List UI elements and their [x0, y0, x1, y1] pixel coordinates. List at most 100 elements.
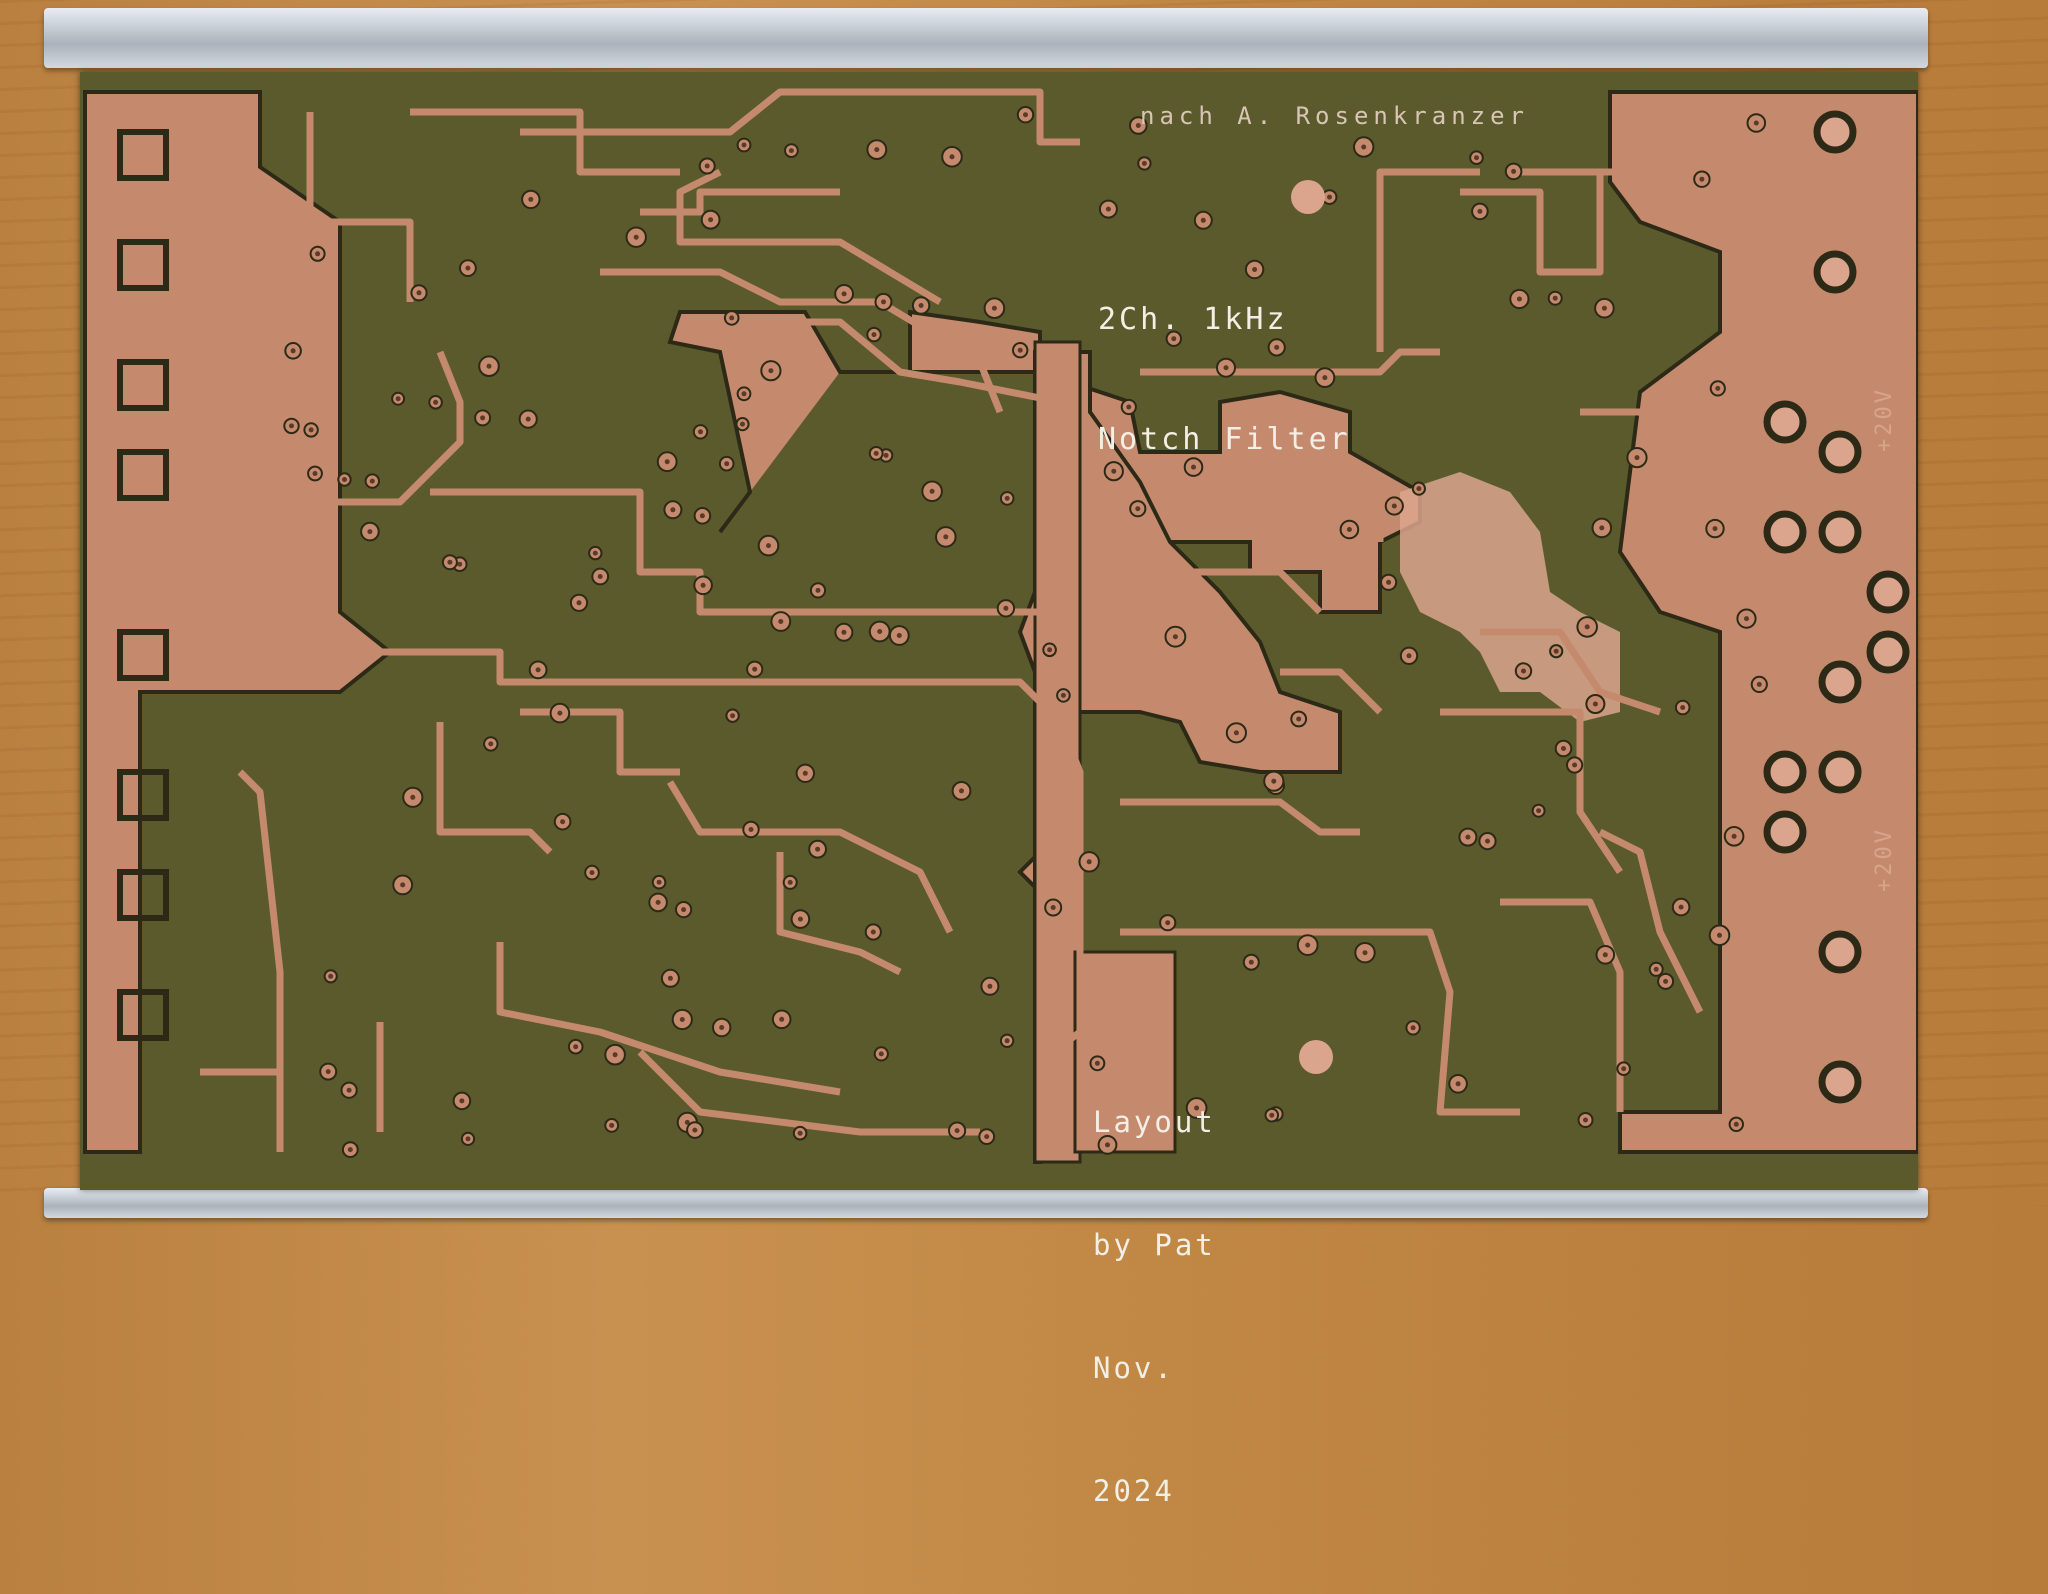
solder-pad: [1405, 1020, 1421, 1036]
solder-pad: [553, 812, 572, 831]
copper-trace: [260, 648, 1084, 1065]
solder-pad: [319, 1062, 338, 1081]
solder-pad: [1078, 851, 1100, 873]
solder-pad: [1458, 827, 1478, 847]
solder-pad: [360, 521, 380, 542]
solder-pad: [1746, 113, 1767, 133]
solder-pad: [1708, 924, 1731, 947]
large-pad: [1818, 750, 1862, 794]
solder-pad: [1129, 116, 1148, 135]
solder-pad: [1137, 156, 1152, 171]
solder-pad: [1674, 699, 1691, 716]
copper-trace: [776, 852, 902, 976]
solder-pad: [1314, 367, 1336, 389]
solder-pad: [1750, 675, 1768, 694]
solder-pad: [951, 781, 972, 801]
copper-trace: [1440, 708, 1623, 874]
solder-pad: [874, 292, 893, 311]
solder-pad: [309, 245, 326, 262]
solder-pad: [1384, 496, 1404, 516]
silkscreen-title-line2: Notch Filter: [1098, 422, 1351, 457]
copper-trace: [1376, 168, 1480, 352]
mounting-hole: [1291, 180, 1325, 214]
solder-pad: [1471, 202, 1489, 221]
solder-pad: [1244, 259, 1265, 280]
solder-pad: [1594, 297, 1615, 319]
solder-pad: [528, 660, 548, 680]
solder-pad: [1736, 608, 1757, 629]
solder-pad: [1554, 739, 1573, 758]
large-pad: [1866, 570, 1910, 614]
solder-pad: [428, 395, 443, 410]
solder-pad: [1585, 694, 1606, 714]
solder-pad: [660, 968, 680, 988]
silkscreen-credit-line1: Layout: [1093, 1105, 1216, 1139]
large-pad: [1866, 630, 1910, 674]
solder-pad: [651, 874, 667, 890]
solder-pad: [948, 1121, 967, 1140]
solder-pad: [1648, 961, 1664, 977]
solder-pad: [675, 901, 693, 919]
solder-pad: [980, 976, 1000, 996]
solder-pad: [712, 1017, 732, 1038]
solder-pad: [834, 284, 854, 304]
copper-trace: [410, 108, 680, 176]
solder-pad: [921, 480, 943, 503]
copper-trace: [496, 942, 841, 1096]
solder-pad: [567, 1038, 584, 1055]
solder-pad: [866, 326, 882, 343]
copper-trace: [1160, 568, 1323, 615]
solder-pad: [792, 1125, 808, 1141]
solder-pad: [1380, 573, 1398, 591]
copper-trace: [1280, 668, 1383, 715]
solder-pad: [1693, 170, 1711, 188]
solder-pad: [746, 660, 764, 678]
solder-pad: [591, 567, 610, 586]
solder-pad: [834, 622, 854, 642]
solder-pad: [1448, 1074, 1468, 1094]
copper-trace: [600, 268, 1004, 414]
solder-pad: [656, 451, 678, 473]
solder-pad: [1016, 106, 1035, 124]
solder-pad: [648, 892, 668, 913]
solder-pad: [1183, 457, 1204, 477]
solder-pad: [1591, 517, 1613, 539]
solder-pad: [866, 139, 888, 160]
solder-pad: [723, 310, 740, 326]
solder-pad: [478, 355, 500, 378]
silkscreen-voltage-bottom: +20V: [1872, 827, 1897, 892]
solder-pad: [888, 625, 910, 646]
solder-pad: [521, 189, 541, 210]
copper-trace: [1280, 448, 1384, 542]
solder-pad: [692, 424, 709, 440]
large-pad: [1818, 660, 1862, 704]
solder-pad: [698, 157, 716, 175]
solder-pad: [625, 226, 647, 248]
large-pad: [1763, 510, 1807, 554]
copper-trace: [520, 708, 680, 776]
solder-pad: [782, 874, 798, 890]
copper-traces: [200, 88, 1780, 1152]
solder-pad: [549, 702, 571, 724]
solder-pad: [725, 708, 740, 723]
solder-pad: [873, 1046, 889, 1062]
copper-trace: [520, 88, 1080, 146]
solder-pad: [1504, 162, 1523, 181]
solder-pad: [391, 391, 406, 406]
solder-pad: [999, 491, 1015, 506]
silkscreen-credit-line2: by Pat: [1093, 1228, 1216, 1262]
solder-pad: [1120, 398, 1137, 416]
solder-pad: [996, 599, 1016, 618]
solder-pad: [757, 534, 780, 557]
silkscreen-title-line1: 2Ch. 1kHz: [1098, 302, 1288, 337]
square-pad: [117, 869, 169, 921]
aluminium-rail-bottom: [44, 1188, 1928, 1218]
solder-pad: [1577, 1112, 1594, 1128]
solder-pad: [1657, 972, 1675, 990]
copper-trace: [1460, 172, 1604, 276]
solder-pad: [1549, 644, 1564, 659]
solder-pad: [868, 620, 891, 643]
solder-pad: [1263, 770, 1285, 792]
copper-trace: [1520, 128, 1780, 176]
solder-pad: [1671, 897, 1691, 917]
